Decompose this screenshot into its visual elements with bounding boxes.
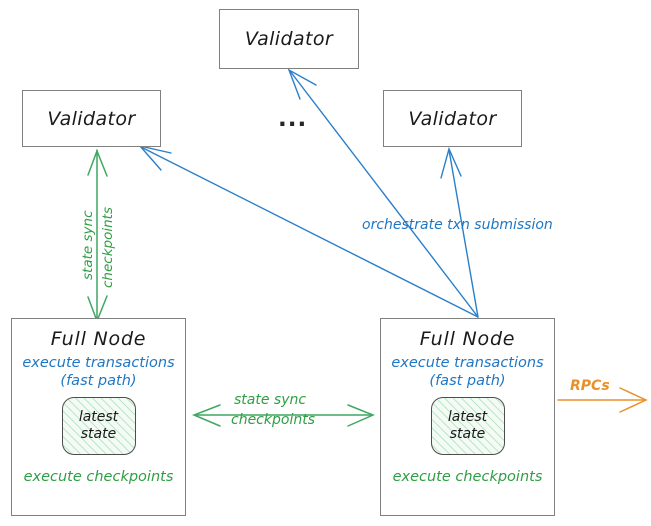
node-validator-top[interactable]: Validator xyxy=(219,9,359,69)
node-fullnode-right[interactable]: Full Node execute transactions (fast pat… xyxy=(380,318,555,516)
fullnode-left-exec-line1: execute transactions xyxy=(22,355,175,371)
validator-left-label: Validator xyxy=(47,107,136,130)
fullnode-right-exec-line1: execute transactions xyxy=(391,355,544,371)
validators-ellipsis: ... xyxy=(278,106,308,132)
label-state-sync-horizontal-line2: checkpoints xyxy=(231,412,315,428)
label-state-sync-horizontal-line1: state sync xyxy=(234,392,307,408)
node-fullnode-left[interactable]: Full Node execute transactions (fast pat… xyxy=(11,318,186,516)
fullnode-left-execute-checkpoints: execute checkpoints xyxy=(23,469,174,485)
label-rpcs: RPCs xyxy=(570,378,610,394)
validator-right-label: Validator xyxy=(408,107,497,130)
label-state-sync-vertical-line1: state sync xyxy=(80,210,96,281)
fullnode-right-exec-line2: (fast path) xyxy=(429,373,506,389)
label-orchestrate-txn-submission: orchestrate txn submission xyxy=(362,217,553,233)
fullnode-left-latest-state[interactable]: latest state xyxy=(61,397,136,455)
fullnode-right-execute-checkpoints: execute checkpoints xyxy=(392,469,543,485)
fullnode-left-state-line2: state xyxy=(80,426,117,442)
label-state-sync-vertical-line2: checkpoints xyxy=(100,207,116,288)
fullnode-left-state-line1: latest xyxy=(78,409,119,425)
node-validator-right[interactable]: Validator xyxy=(383,90,522,147)
fullnode-left-exec-line2: (fast path) xyxy=(60,373,137,389)
node-validator-left[interactable]: Validator xyxy=(22,90,161,147)
fullnode-right-state-line1: latest xyxy=(447,409,488,425)
fullnode-right-title: Full Node xyxy=(419,328,516,350)
fullnode-left-execute-transactions: execute transactions (fast path) xyxy=(22,354,174,390)
fullnode-right-execute-transactions: execute transactions (fast path) xyxy=(391,354,543,390)
fullnode-left-title: Full Node xyxy=(50,328,147,350)
fullnode-right-latest-state[interactable]: latest state xyxy=(430,397,505,455)
fullnode-right-state-line2: state xyxy=(449,426,486,442)
validator-top-label: Validator xyxy=(244,28,334,50)
